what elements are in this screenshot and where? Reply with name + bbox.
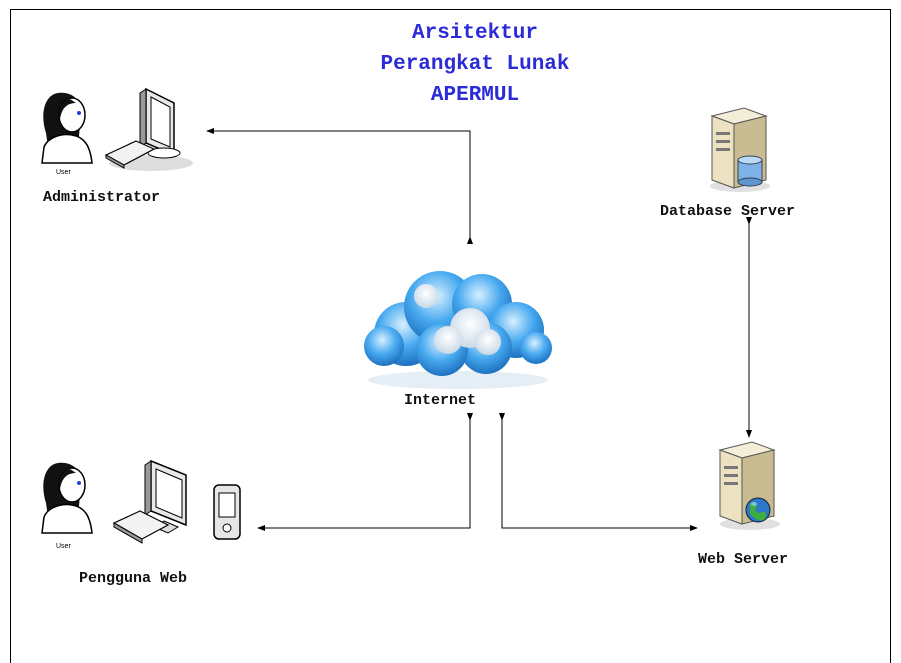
pengguna-web-label: Pengguna Web [79, 570, 188, 587]
user-computer-mobile-icon: User [41, 459, 241, 550]
globe-icon [745, 497, 771, 523]
link-internet-pengguna-web [257, 413, 473, 531]
title-line-2: Perangkat Lunak [380, 53, 570, 76]
link-internet-web-server [499, 413, 698, 531]
web-server-icon [718, 441, 780, 530]
title-line-1: Arsitektur [411, 22, 539, 45]
database-server-icon [710, 107, 770, 192]
title-line-3: APERMUL [430, 84, 520, 107]
user-computer-icon: User [41, 87, 193, 176]
administrator-label: Administrator [43, 189, 161, 206]
mobile-device-icon [213, 484, 241, 540]
internet-label: Internet [404, 392, 477, 409]
monitor-icon [144, 459, 187, 534]
user-tag: User [56, 169, 71, 176]
user-tag: User [56, 543, 71, 550]
database-cylinder-icon [737, 155, 763, 187]
cloud-icon [364, 271, 552, 389]
web-server-label: Web Server [698, 551, 789, 568]
keyboard-icon [104, 140, 156, 169]
keyboard-icon [112, 510, 170, 544]
monitor-icon [139, 87, 181, 159]
database-server-label: Database Server [660, 203, 796, 220]
link-internet-administrator [206, 128, 473, 244]
user-avatar: User [41, 462, 93, 550]
diagram-frame [10, 9, 891, 663]
user-avatar: User [41, 92, 93, 176]
diagram-title: Arsitektur Perangkat Lunak APERMUL [300, 18, 650, 111]
